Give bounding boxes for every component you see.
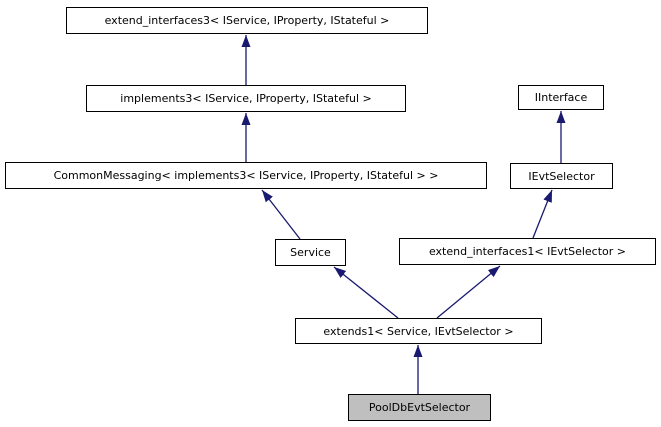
node-label: IEvtSelector <box>528 169 595 183</box>
node-label: CommonMessaging< implements3< IService, … <box>53 169 439 182</box>
node-label: implements3< IService, IProperty, IState… <box>120 92 372 105</box>
edge-extends1-to-service <box>333 266 399 319</box>
node-implements3[interactable]: implements3< IService, IProperty, IState… <box>86 85 406 112</box>
edge-extend-interfaces1-to-ievtselector <box>532 189 553 239</box>
node-pooldbevtselector-current: PoolDbEvtSelector <box>348 394 491 421</box>
node-commonmessaging[interactable]: CommonMessaging< implements3< IService, … <box>5 162 487 189</box>
node-label: Service <box>290 246 331 259</box>
edge-extends1-to-extend-interfaces1 <box>436 265 501 319</box>
node-label: extends1< Service, IEvtSelector > <box>323 324 514 338</box>
node-label: extend_interfaces1< IEvtSelector > <box>428 245 627 258</box>
node-label: IInterface <box>534 91 588 104</box>
node-service[interactable]: Service <box>275 239 346 266</box>
node-label: extend_interfaces3< IService, IProperty,… <box>104 14 390 27</box>
edge-service-to-commonmessaging <box>261 189 301 240</box>
node-extend-interfaces1[interactable]: extend_interfaces1< IEvtSelector > <box>399 238 656 265</box>
node-ievtselector[interactable]: IEvtSelector <box>510 163 613 189</box>
node-iinterface[interactable]: IInterface <box>518 85 604 110</box>
node-extend-interfaces3[interactable]: extend_interfaces3< IService, IProperty,… <box>66 7 428 34</box>
node-extends1[interactable]: extends1< Service, IEvtSelector > <box>295 318 542 344</box>
node-label: PoolDbEvtSelector <box>368 401 471 414</box>
